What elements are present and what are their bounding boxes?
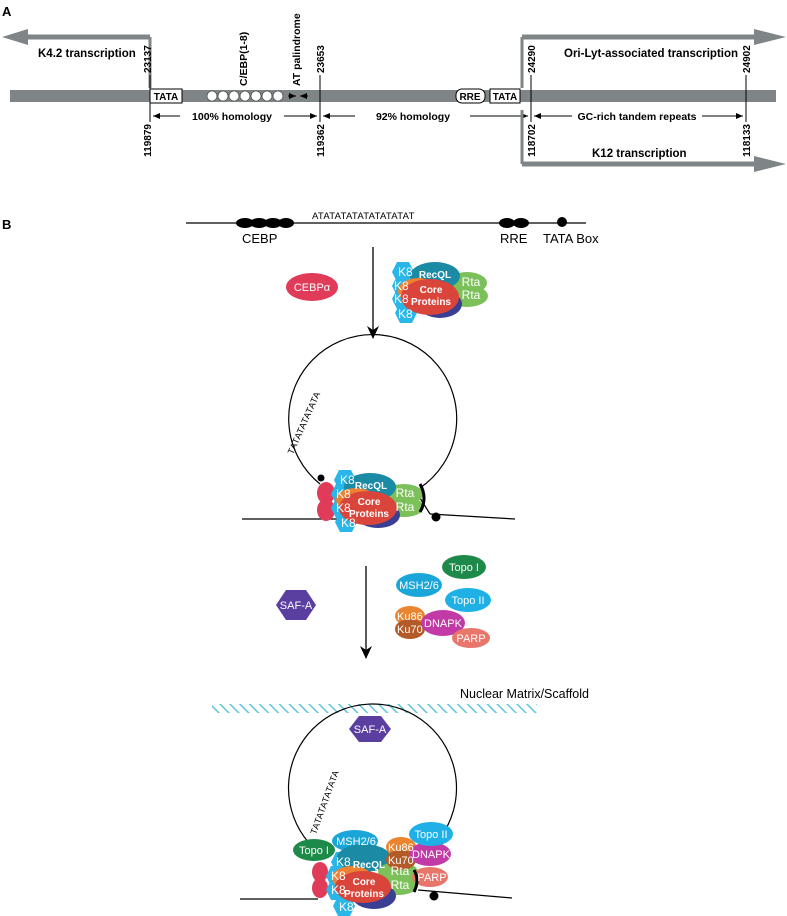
coord-24902: 24902 [742,45,753,73]
svg-text:SAF-A: SAF-A [354,724,387,736]
svg-text:SAF-A: SAF-A [280,600,313,612]
svg-text:K8: K8 [340,473,355,487]
svg-text:Rta: Rta [396,486,415,500]
ori-lyt-label: Ori-Lyt-associated transcription [564,48,738,60]
svg-text:K8: K8 [398,307,413,321]
homology-100-label: 100% homology [192,111,272,123]
rre-label-b: RRE [500,231,528,246]
coord-23137: 23137 [143,45,154,73]
ku70-protein [395,619,425,639]
svg-text:Topo II: Topo II [451,595,484,607]
tata-site [557,217,567,227]
svg-text:K8: K8 [394,279,409,293]
saf-a-bound: SAF-A [349,716,391,742]
svg-text:Ku86: Ku86 [397,611,423,623]
repair-proteins: Topo I MSH2/6 Topo II Ku86 Ku70 DNAPK PA… [395,555,491,648]
dnapk-protein [421,610,465,636]
svg-text:Rta: Rta [462,288,481,302]
svg-text:Topo I: Topo I [449,562,479,574]
svg-text:RecQL: RecQL [353,860,385,871]
svg-text:DNAPK: DNAPK [424,618,463,630]
coord-24290: 24290 [527,45,538,73]
tata-box-label: TATA Box [543,231,599,246]
svg-text:K8: K8 [331,883,346,897]
coord-119879: 119879 [143,124,154,157]
svg-text:MSH2/6: MSH2/6 [399,580,439,592]
nuclear-matrix-scaffold [212,704,537,713]
panel-b-label: B [2,217,11,232]
svg-text:PARP: PARP [417,872,446,884]
dna-loop-2 [240,703,513,901]
svg-text:Core: Core [420,285,443,296]
svg-text:K8: K8 [336,487,351,501]
svg-text:K8: K8 [398,265,413,279]
nuclear-matrix-label: Nuclear Matrix/Scaffold [460,687,589,701]
topo2-protein [445,588,491,612]
replication-complex-loop-1: K8 K8 K8 K8 RecQL Rta Rta Core Proteins [317,470,426,532]
svg-text:K8: K8 [394,292,409,306]
k42-label: K4.2 transcription [38,48,136,60]
at-palindrome-label: AT palindrome [291,13,303,86]
replication-complex-free: K8 K8 K8 K8 RecQL Rta Rta Core Proteins [392,262,488,323]
tata-left-label: TATA [154,92,178,103]
svg-text:RecQL: RecQL [355,481,387,492]
k12-transcription-arrow [520,110,786,172]
svg-text:Topo II: Topo II [414,829,447,841]
coord-119362: 119362 [316,124,327,157]
homology-92-label: 92% homology [376,111,450,123]
coord-118133: 118133 [742,124,753,157]
coord-23653: 23653 [316,45,327,73]
svg-text:MSH2/6: MSH2/6 [336,836,376,848]
svg-text:RecQL: RecQL [419,270,451,281]
parp-protein [452,628,490,648]
svg-text:K8: K8 [336,855,351,869]
cebp-binding-sites [236,218,294,228]
svg-text:K8: K8 [341,516,356,530]
svg-text:K8: K8 [339,900,354,914]
cebp-label: CEBP [242,231,277,246]
cebp-sites [206,90,284,102]
tata-box-right [489,88,521,104]
svg-text:Ku86: Ku86 [388,842,414,854]
core-protein [401,279,459,315]
svg-text:K8: K8 [331,869,346,883]
svg-text:DNAPK: DNAPK [412,849,451,861]
tata-right-label: TATA [493,92,517,103]
k12-label: K12 transcription [592,148,687,160]
msh-protein [396,573,442,597]
svg-text:Core: Core [353,877,376,888]
replication-complex-loop-2: Topo I MSH2/6 K8 K8 K8 K8 RecQL Ku86 Ku7… [293,822,453,916]
panel-a-label: A [2,4,12,19]
loop-sequence-2: TATATATATATA [308,769,341,836]
svg-text:Rta: Rta [391,878,410,892]
saf-a-protein: SAF-A [276,590,316,620]
topo1-protein [442,555,486,579]
svg-text:Core: Core [358,497,381,508]
svg-text:Topo I: Topo I [299,845,329,857]
svg-text:Rta: Rta [396,500,415,514]
svg-text:Proteins: Proteins [411,297,451,308]
svg-text:CEBPα: CEBPα [294,282,331,294]
svg-text:PARP: PARP [456,633,485,645]
ori-lyt-transcription-arrow [520,29,786,88]
rre-label-a: RRE [459,92,480,103]
svg-text:Rta: Rta [391,864,410,878]
svg-text:Ku70: Ku70 [397,624,423,636]
at-sequence: ATATATATATATATATAT [312,211,415,222]
cebp-sites-label: C/EBP(1-8) [238,32,250,86]
genome-bar [10,90,776,102]
svg-text:Rta: Rta [462,275,481,289]
svg-text:Proteins: Proteins [344,889,384,900]
svg-text:Proteins: Proteins [349,509,389,520]
gc-repeats-label: GC-rich tandem repeats [577,111,696,123]
svg-text:Ku70: Ku70 [388,855,414,867]
svg-text:K8: K8 [336,501,351,515]
rre-binding-sites [499,218,529,228]
coord-118702: 118702 [527,124,538,157]
coordinate-ticks [149,75,747,122]
cebp-alpha-protein: CEBPα [286,273,338,301]
rre-box [455,88,486,104]
